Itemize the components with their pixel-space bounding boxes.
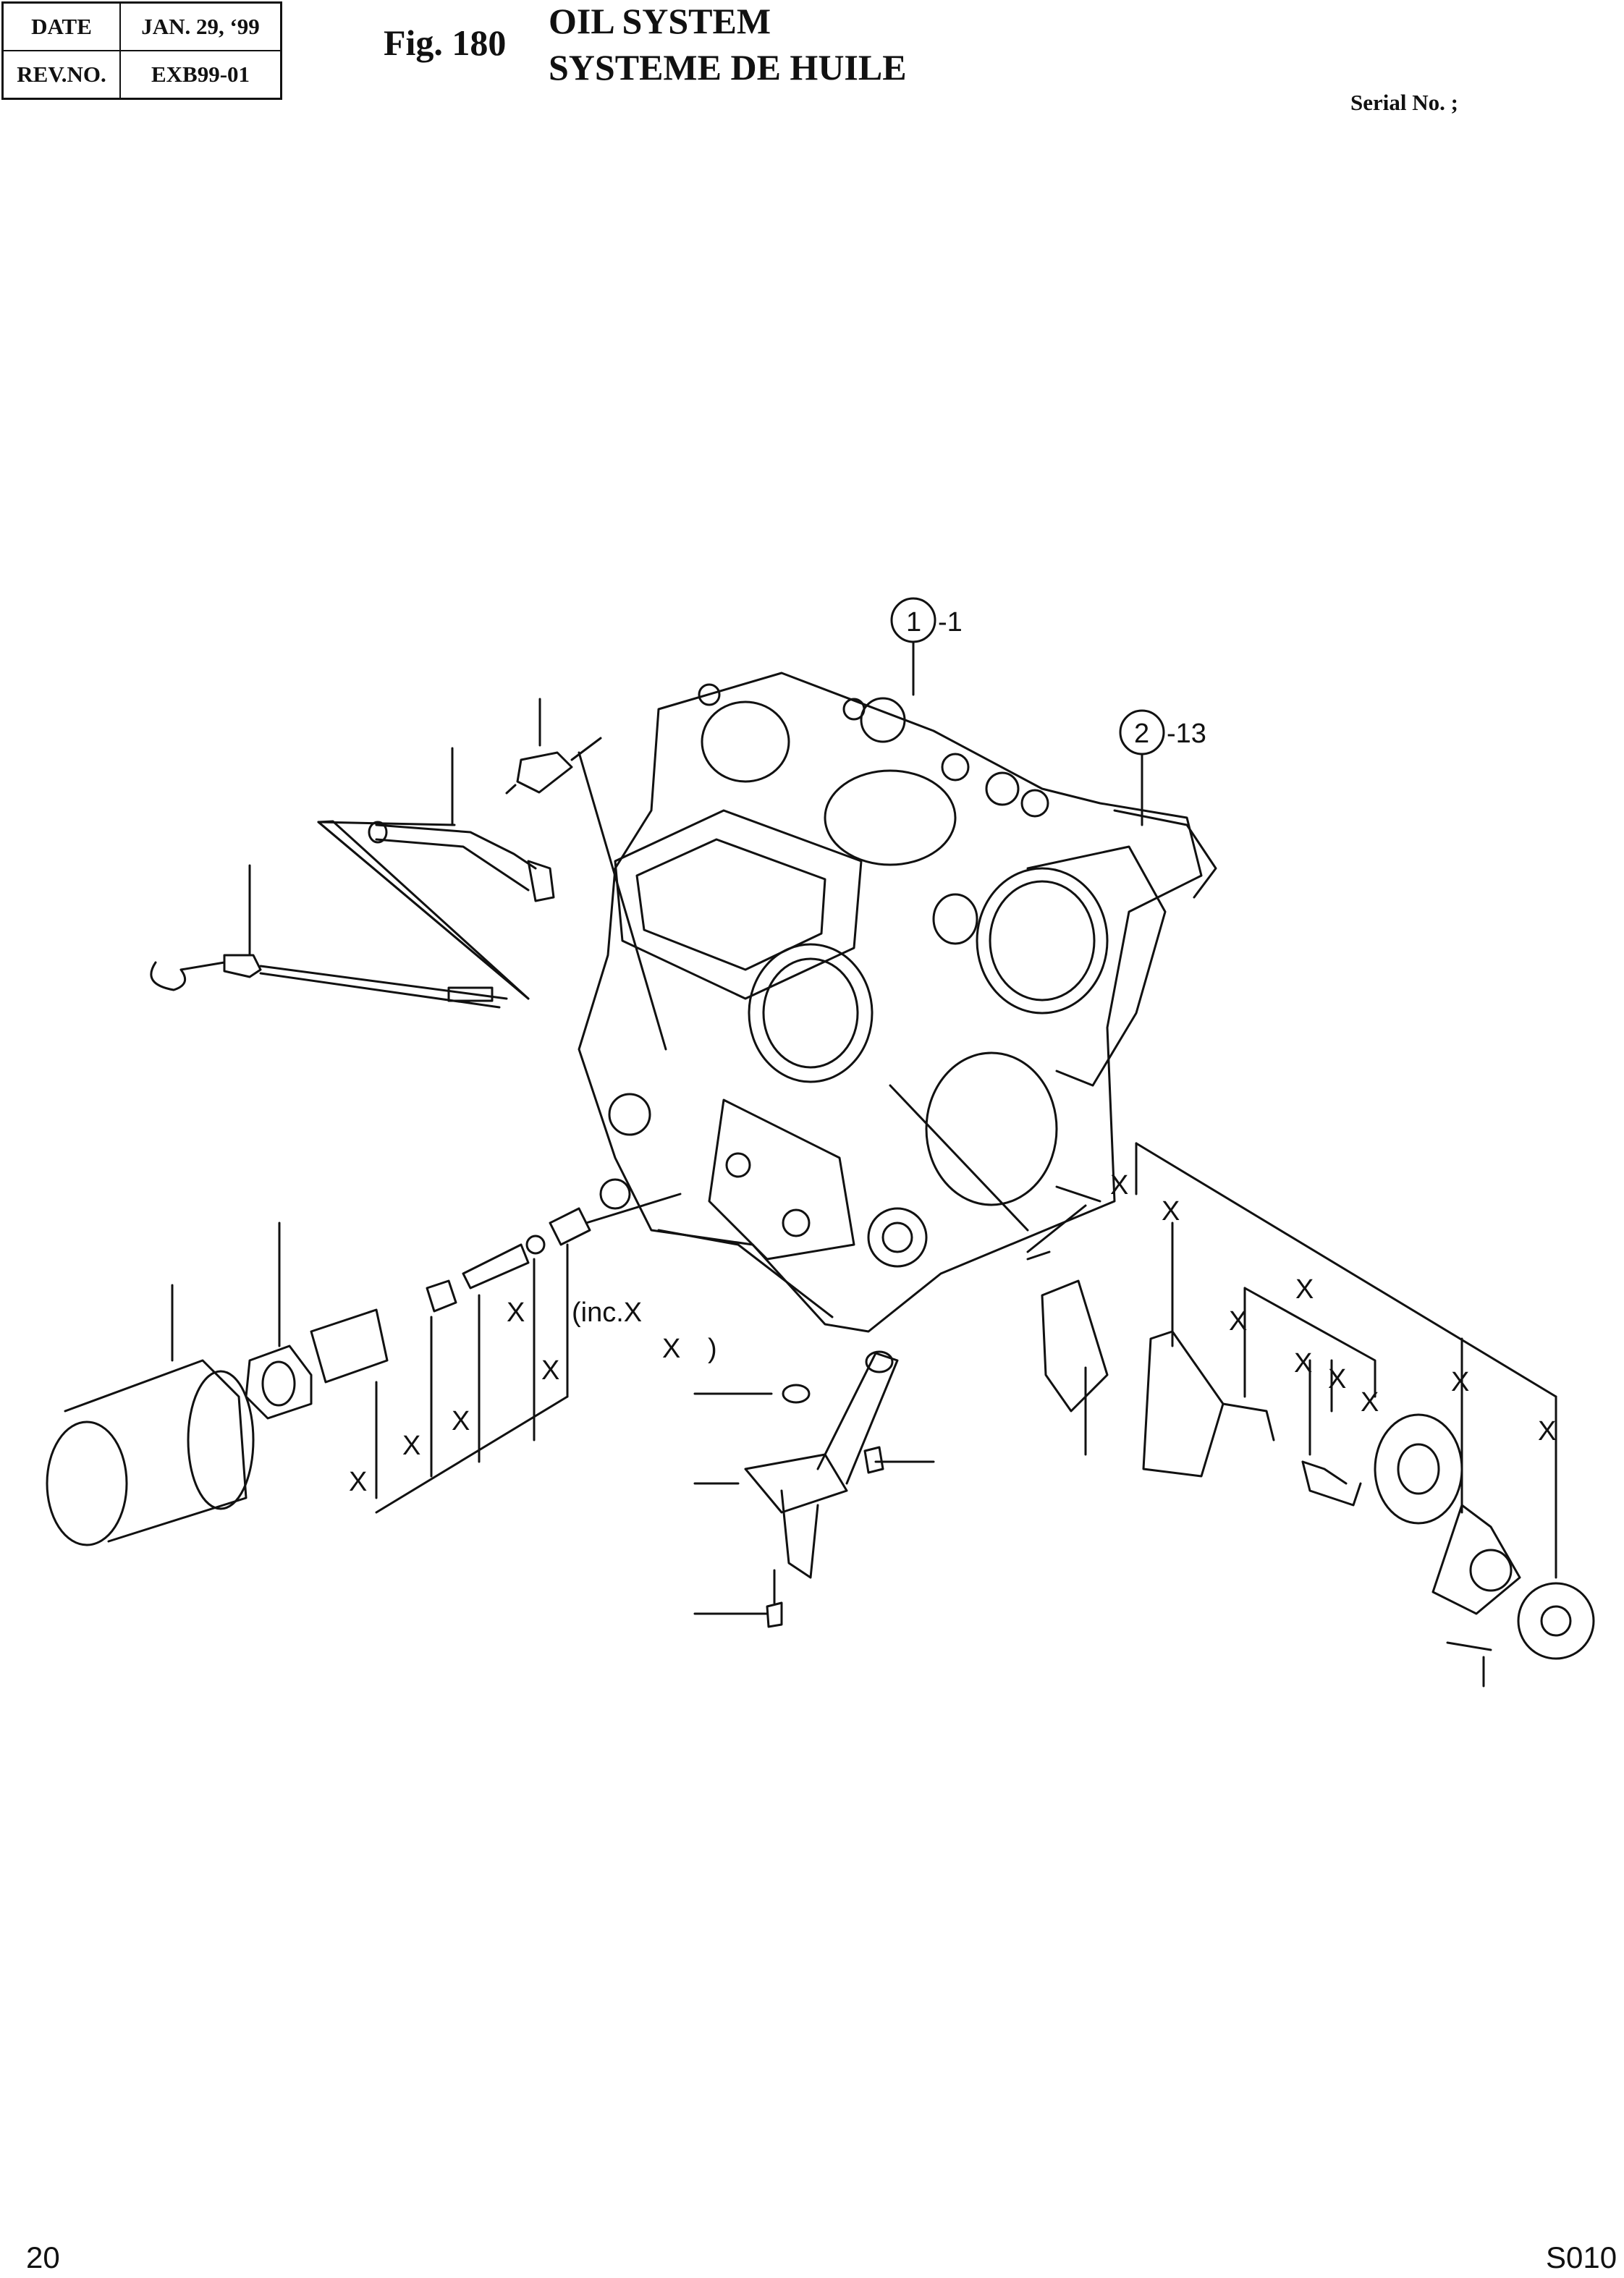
dipstick <box>150 864 508 1009</box>
oil-strainer <box>693 1350 935 1628</box>
date-value: JAN. 29, ‘99 <box>119 1 282 51</box>
callout-1-number: 1 <box>906 607 921 638</box>
dipstick-guide <box>317 747 555 1000</box>
inc-note: (inc.X <box>572 1297 642 1328</box>
x-marker: X <box>349 1467 367 1497</box>
revision-table: DATE JAN. 29, ‘99 REV.NO. EXB99-01 <box>1 1 282 100</box>
filter-adapter-nut <box>245 1221 313 1420</box>
oil-pressure-switch <box>505 698 667 1051</box>
title-french: SYSTEME DE HUILE <box>549 47 907 88</box>
inc-x: X <box>662 1334 680 1364</box>
x-marker: X <box>1538 1416 1556 1447</box>
cylinder-block <box>578 672 1217 1333</box>
date-label: DATE <box>1 1 121 51</box>
x-marker: X <box>1451 1367 1469 1397</box>
relief-valve-parts <box>310 1193 682 1514</box>
inc-close: ) <box>708 1334 717 1364</box>
x-marker: X <box>1361 1387 1379 1418</box>
page-number: 20 <box>26 2240 60 2274</box>
x-marker: X <box>507 1297 525 1328</box>
figure-number: Fig. 180 <box>384 22 507 63</box>
title-english: OIL SYSTEM <box>549 1 771 41</box>
serial-number-label: Serial No. ; <box>1350 90 1458 115</box>
x-marker: X <box>1162 1196 1180 1227</box>
callout-1: 1 -1 <box>890 597 963 696</box>
x-marker: X <box>402 1431 420 1461</box>
x-marker: X <box>541 1355 559 1386</box>
x-marker: X <box>1294 1348 1312 1379</box>
x-marker: X <box>1110 1170 1128 1201</box>
callout-2-qty: -13 <box>1167 719 1206 749</box>
x-marker: X <box>1229 1306 1247 1337</box>
rev-label: REV.NO. <box>1 50 121 100</box>
oil-filter-cartridge <box>46 1284 255 1546</box>
oil-pump-assembly <box>1026 1142 1595 1688</box>
x-marker: X <box>1328 1364 1346 1394</box>
x-markers: X X X X X (inc.X X ) X X X X X X X X X <box>349 1170 1556 1497</box>
callout-1-qty: -1 <box>938 607 963 638</box>
x-marker: X <box>1295 1274 1314 1305</box>
callout-2-number: 2 <box>1134 719 1149 749</box>
sheet-code: S010 <box>1546 2240 1617 2274</box>
rev-value: EXB99-01 <box>119 50 282 100</box>
x-marker: X <box>452 1406 470 1436</box>
callout-2: 2 -13 <box>1119 709 1206 826</box>
